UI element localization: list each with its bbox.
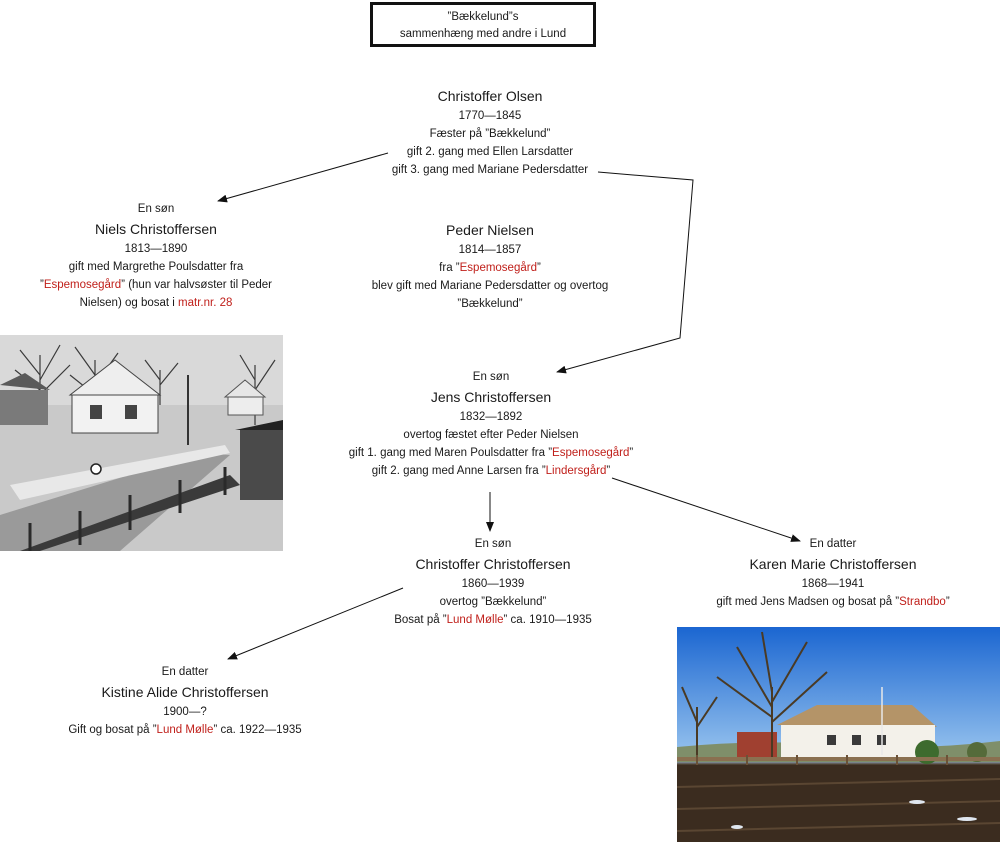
arrow-to-kistine: [227, 587, 404, 660]
person-years: 1832—1892: [459, 411, 523, 423]
text-fragment: Nielsen) og bosat i: [79, 297, 179, 309]
text-fragment: Bosat på ”: [394, 614, 447, 626]
photo-color-farmhouse: [677, 627, 1000, 842]
place-link-lund-moelle[interactable]: Lund Mølle: [156, 724, 214, 736]
place-link-strandbo[interactable]: Strandbo: [899, 596, 946, 608]
residence-line: Nielsen) og bosat i matr.nr. 28: [20, 294, 292, 312]
node-karen-marie-christoffersen: En datter Karen Marie Christoffersen 186…: [688, 535, 978, 611]
place-link-espemosegaard[interactable]: Espemosegård: [43, 279, 122, 291]
node-peder-nielsen: Peder Nielsen 1814—1857 fra ”Espemosegår…: [330, 219, 650, 313]
person-relation: En søn: [137, 203, 175, 215]
person-relation: En søn: [472, 371, 510, 383]
marriage-line: gift med Jens Madsen og bosat på ”Strand…: [688, 593, 978, 611]
text-fragment: gift med Jens Madsen og bosat på ”: [716, 596, 900, 608]
text-fragment: ”: [606, 465, 611, 477]
takeover-line: overtog ”Bækkelund”: [439, 596, 547, 608]
arrow-to-niels: [217, 152, 389, 203]
person-years: 1813—1890: [124, 243, 188, 255]
person-years: 1770—1845: [458, 110, 522, 122]
marriage-place-line: ”Espemosegård” (hun var halvsøster til P…: [20, 276, 292, 294]
marriage-1: gift 1. gang med Maren Poulsdatter fra ”…: [318, 444, 664, 462]
photo-bw-street-house: [0, 335, 283, 551]
person-years: 1868—1941: [801, 578, 865, 590]
place-link-lund-moelle[interactable]: Lund Mølle: [446, 614, 504, 626]
place-link-espemosegaard[interactable]: Espemosegård: [552, 447, 630, 459]
origin-line: fra ”Espemosegård”: [330, 259, 650, 277]
marriage-line: blev gift med Mariane Pedersdatter og ov…: [371, 280, 609, 292]
text-fragment: gift 2. gang med Anne Larsen fra ”: [371, 465, 546, 477]
photo-color-drawing: [677, 627, 1000, 842]
person-years: 1900—?: [163, 706, 207, 718]
text-fragment: ” (hun var halvsøster til Peder: [121, 279, 273, 291]
residence-line: Bosat på ”Lund Mølle” ca. 1910—1935: [353, 611, 633, 629]
person-years: 1814—1857: [458, 244, 522, 256]
person-name: Christoffer Christoffersen: [415, 556, 571, 572]
node-christoffer-olsen: Christoffer Olsen 1770—1845 Fæster på ”B…: [330, 85, 650, 179]
person-name: Karen Marie Christoffersen: [749, 556, 917, 572]
text-fragment: ”: [945, 596, 950, 608]
takeover-line: overtog fæstet efter Peder Nielsen: [403, 429, 579, 441]
text-fragment: ” ca. 1922—1935: [213, 724, 302, 736]
text-fragment: Gift og bosat på ”: [68, 724, 157, 736]
node-niels-christoffersen: En søn Niels Christoffersen 1813—1890 gi…: [20, 200, 292, 312]
text-fragment: ” ca. 1910—1935: [503, 614, 592, 626]
marriage-line: gift med Margrethe Poulsdatter fra: [68, 261, 244, 273]
person-name: Niels Christoffersen: [95, 221, 217, 237]
marriage-2: gift 2. gang med Ellen Larsdatter: [406, 146, 574, 158]
diagram-title-box: ”Bækkelund”s sammenhæng med andre i Lund: [370, 2, 596, 47]
arrow-to-karen: [611, 477, 801, 542]
text-fragment: ”: [536, 262, 541, 274]
person-name: Jens Christoffersen: [430, 389, 552, 405]
person-name: Christoffer Olsen: [437, 88, 543, 104]
place-link-matr-nr-28[interactable]: matr.nr. 28: [178, 297, 233, 309]
person-relation: En datter: [161, 666, 209, 678]
person-name: Kistine Alide Christoffersen: [101, 684, 269, 700]
text-fragment: fra ”: [439, 262, 460, 274]
place-link-espemosegaard[interactable]: Espemosegård: [459, 262, 537, 274]
quote: ”: [39, 279, 44, 291]
person-relation: En søn: [474, 538, 512, 550]
person-role: Fæster på ”Bækkelund”: [429, 128, 551, 140]
title-line-2: sammenhæng med andre i Lund: [399, 28, 567, 40]
person-years: 1860—1939: [461, 578, 525, 590]
person-relation: En datter: [809, 538, 857, 550]
text-fragment: ”: [629, 447, 634, 459]
person-name: Peder Nielsen: [446, 222, 534, 238]
marriage-2: gift 2. gang med Anne Larsen fra ”Linder…: [318, 462, 664, 480]
node-christoffer-christoffersen: En søn Christoffer Christoffersen 1860—1…: [353, 535, 633, 629]
photo-bw-drawing: [0, 335, 283, 551]
text-fragment: gift 1. gang med Maren Poulsdatter fra ”: [348, 447, 553, 459]
marriage-3: gift 3. gang med Mariane Pedersdatter: [391, 164, 589, 176]
node-kistine-alide-christoffersen: En datter Kistine Alide Christoffersen 1…: [40, 663, 330, 739]
residence-line: Gift og bosat på ”Lund Mølle” ca. 1922—1…: [40, 721, 330, 739]
farm-line: ”Bækkelund”: [457, 298, 523, 310]
title-line-1: ”Bækkelund”s: [447, 11, 519, 23]
node-jens-christoffersen: En søn Jens Christoffersen 1832—1892 ove…: [318, 368, 664, 480]
place-link-lindersgaard[interactable]: Lindersgård: [545, 465, 607, 477]
arrow-to-jens: [556, 171, 694, 374]
